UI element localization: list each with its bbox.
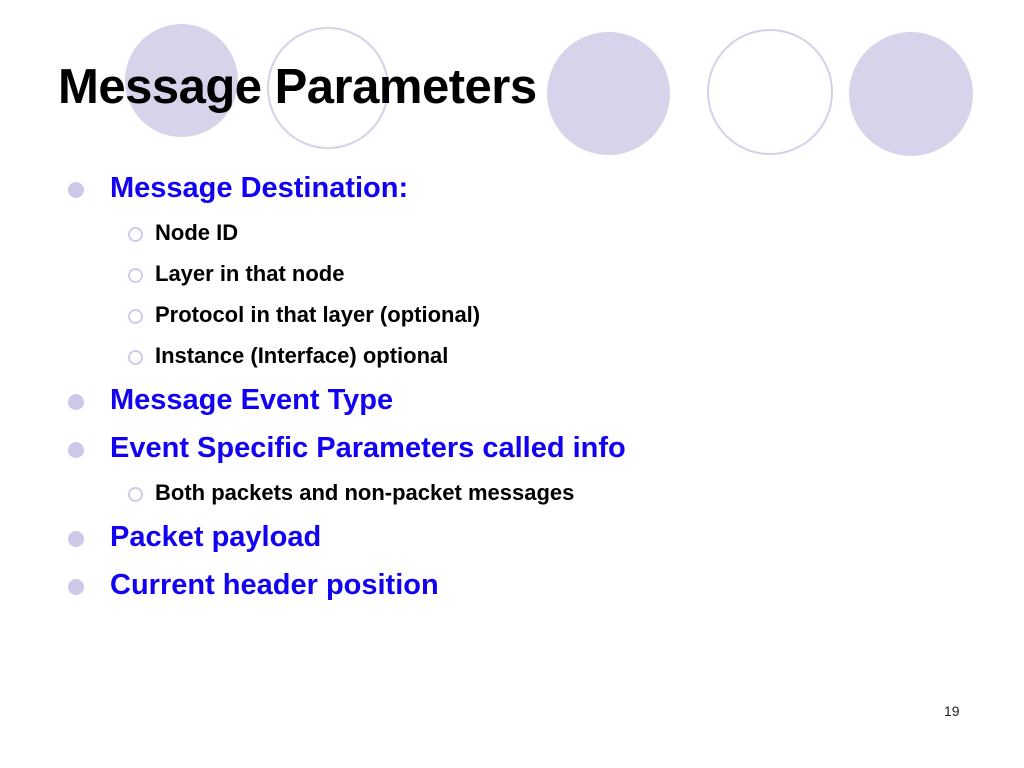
bullet-item-level1: Packet payload (0, 519, 1024, 567)
bullet-item-level2: Protocol in that layer (optional) (0, 300, 1024, 341)
page-title: Message Parameters (58, 60, 537, 114)
bullet-text: Message Destination: (110, 172, 409, 204)
bullet-text: Packet payload (110, 521, 322, 553)
hollow-circle-bullet-icon (128, 350, 143, 365)
bullet-list: Message Destination: Node ID Layer in that… (0, 170, 1024, 615)
page-number: 19 (944, 703, 960, 719)
bullet-text: Layer in that node (155, 261, 345, 286)
decor-circle-3 (547, 32, 670, 155)
filled-circle-bullet-icon (68, 579, 84, 595)
bullet-text: Event Specific Parameters called info (110, 432, 626, 464)
bullet-item-level1: Message Event Type (0, 382, 1024, 430)
decor-circle-4 (707, 29, 833, 155)
hollow-circle-bullet-icon (128, 268, 143, 283)
bullet-item-level1: Message Destination: (0, 170, 1024, 218)
hollow-circle-bullet-icon (128, 487, 143, 502)
bullet-item-level2: Layer in that node (0, 259, 1024, 300)
filled-circle-bullet-icon (68, 531, 84, 547)
filled-circle-bullet-icon (68, 394, 84, 410)
filled-circle-bullet-icon (68, 442, 84, 458)
bullet-item-level2: Both packets and non-packet messages (0, 478, 1024, 519)
decor-circle-5 (849, 32, 973, 156)
bullet-text: Message Event Type (110, 384, 394, 416)
hollow-circle-bullet-icon (128, 227, 143, 242)
bullet-item-level1: Current header position (0, 567, 1024, 615)
bullet-text: Instance (Interface) optional (155, 343, 449, 368)
filled-circle-bullet-icon (68, 182, 84, 198)
bullet-item-level2: Instance (Interface) optional (0, 341, 1024, 382)
hollow-circle-bullet-icon (128, 309, 143, 324)
bullet-text: Node ID (155, 220, 239, 245)
bullet-text: Current header position (110, 569, 439, 601)
bullet-text: Protocol in that layer (optional) (155, 302, 481, 327)
bullet-item-level2: Node ID (0, 218, 1024, 259)
bullet-item-level1: Event Specific Parameters called info (0, 430, 1024, 478)
bullet-text: Both packets and non-packet messages (155, 480, 575, 505)
